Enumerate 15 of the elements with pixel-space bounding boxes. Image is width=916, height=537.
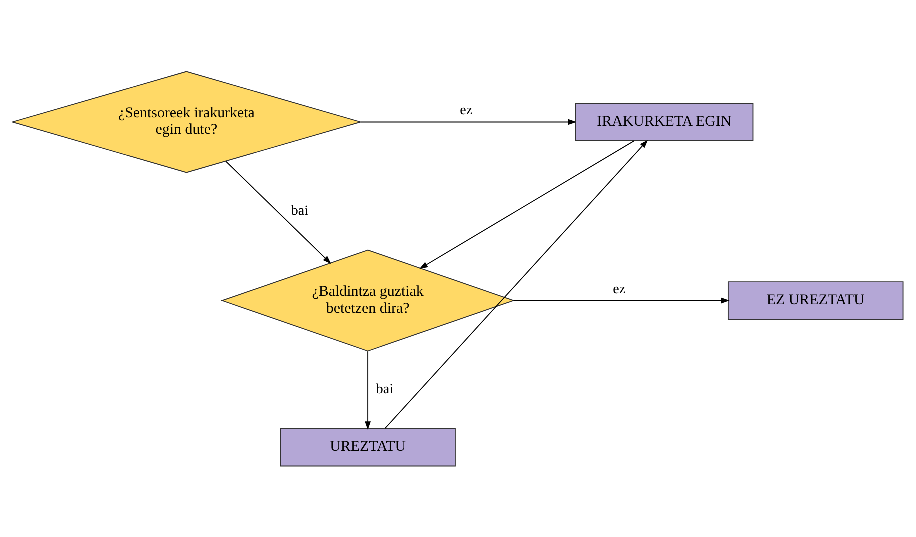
node-box: IRAKURKETA EGIN <box>575 102 754 141</box>
edge-label: ez <box>613 282 626 297</box>
arrow <box>365 350 371 430</box>
node-box: EZ UREZTATU <box>728 281 904 320</box>
edge-label: bai <box>291 203 309 218</box>
arrow <box>513 297 730 304</box>
arrow <box>420 140 635 269</box>
arrow <box>226 160 332 264</box>
arrow <box>384 140 648 429</box>
edge-label: ez <box>460 103 473 118</box>
node-diamond: ¿Sentsoreek irakurketa egin dute? <box>10 70 362 173</box>
node-diamond: ¿Baldintza guztiak betetzen dira? <box>220 249 516 352</box>
edge-label: bai <box>376 382 394 397</box>
node-box: UREZTATU <box>280 428 456 466</box>
arrow <box>360 118 577 125</box>
